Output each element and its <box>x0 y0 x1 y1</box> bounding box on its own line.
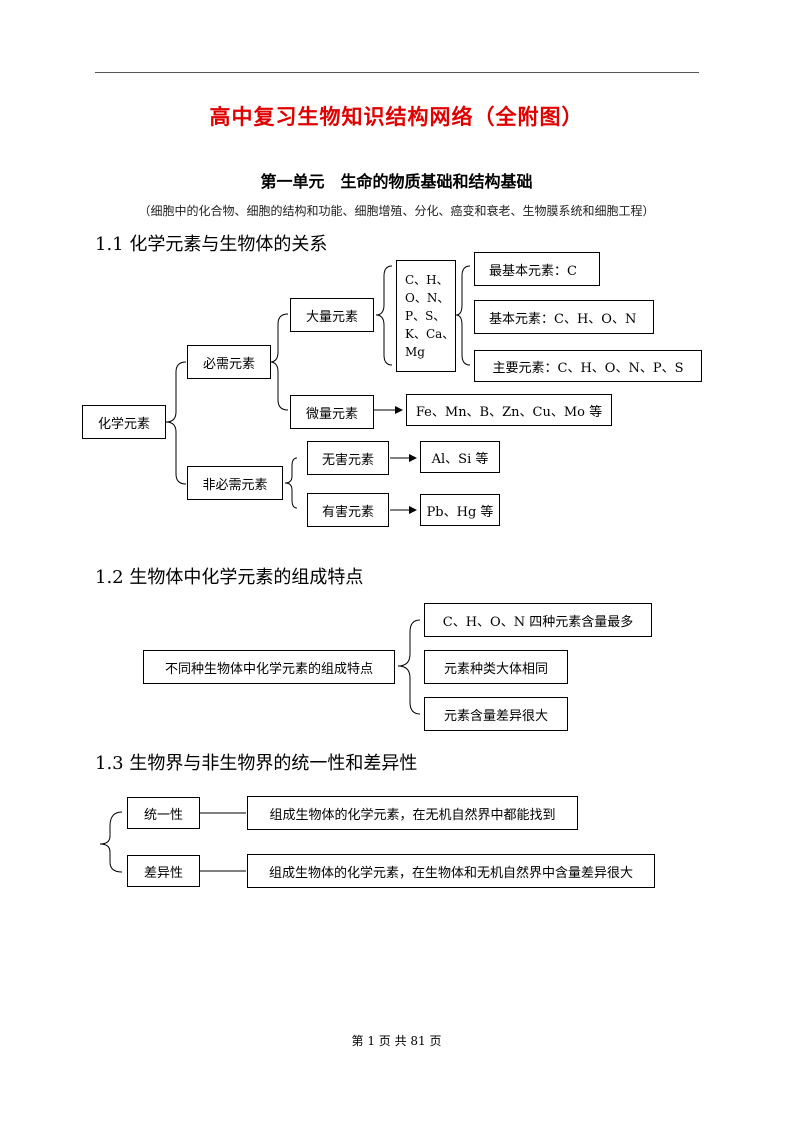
page-footer: 第 1 页 共 81 页 <box>351 1034 442 1048</box>
node-macro: 大量元素 <box>290 298 374 332</box>
macro-element-line: C、H、 <box>405 273 449 287</box>
page-title: 高中复习生物知识结构网络（全附图） <box>209 104 584 129</box>
node-feature-1: C、H、O、N 四种元素含量最多 <box>424 603 652 637</box>
node-nonessential: 非必需元素 <box>187 466 283 500</box>
node-harmful-list: Pb、Hg 等 <box>420 494 500 526</box>
header-rule <box>95 72 699 73</box>
node-feature-2: 元素种类大体相同 <box>424 650 568 684</box>
node-unity: 统一性 <box>127 797 200 829</box>
unit-title: 第一单元 生命的物质基础和结构基础 <box>260 172 533 191</box>
brace-root <box>165 361 187 485</box>
node-basic: 基本元素：C、H、O、N <box>474 300 654 334</box>
node-main: 主要元素：C、H、O、N、P、S <box>474 350 702 382</box>
node-difference: 差异性 <box>127 855 200 887</box>
macro-element-line: P、S、 <box>405 309 446 323</box>
brace-macro <box>375 265 393 366</box>
node-chemical-elements: 化学元素 <box>82 405 166 439</box>
brace-section2 <box>397 619 421 715</box>
brace-section3 <box>99 811 123 873</box>
node-composition-features: 不同种生物体中化学元素的组成特点 <box>143 650 395 684</box>
macro-element-line: K、Ca、 <box>405 327 455 341</box>
brace-nonessential <box>284 457 298 509</box>
node-micro: 微量元素 <box>290 395 374 429</box>
node-unity-desc: 组成生物体的化学元素，在无机自然界中都能找到 <box>247 796 578 830</box>
macro-element-line: O、N、 <box>405 291 450 305</box>
section1-heading: 1.1 化学元素与生物体的关系 <box>95 234 328 255</box>
node-feature-3: 元素含量差异很大 <box>424 697 568 731</box>
unit-subtitle: （细胞中的化合物、细胞的结构和功能、细胞增殖、分化、癌变和衰老、生物膜系统和细胞… <box>138 204 655 218</box>
brace-essential <box>269 313 289 411</box>
brace-macro-list <box>455 265 471 366</box>
node-harmless: 无害元素 <box>307 441 389 475</box>
node-harmful: 有害元素 <box>307 493 389 527</box>
node-micro-list: Fe、Mn、B、Zn、Cu、Mo 等 <box>406 394 612 426</box>
node-difference-desc: 组成生物体的化学元素，在生物体和无机自然界中含量差异很大 <box>247 854 655 888</box>
macro-element-line: Mg <box>405 345 425 359</box>
node-harmless-list: Al、Si 等 <box>420 441 500 473</box>
section2-heading: 1.2 生物体中化学元素的组成特点 <box>95 567 364 588</box>
node-most-basic: 最基本元素：C <box>474 252 600 286</box>
node-macro-list: C、H、 O、N、 P、S、 K、Ca、 Mg <box>396 260 456 372</box>
section3-heading: 1.3 生物界与非生物界的统一性和差异性 <box>95 753 418 774</box>
node-essential: 必需元素 <box>187 345 271 379</box>
